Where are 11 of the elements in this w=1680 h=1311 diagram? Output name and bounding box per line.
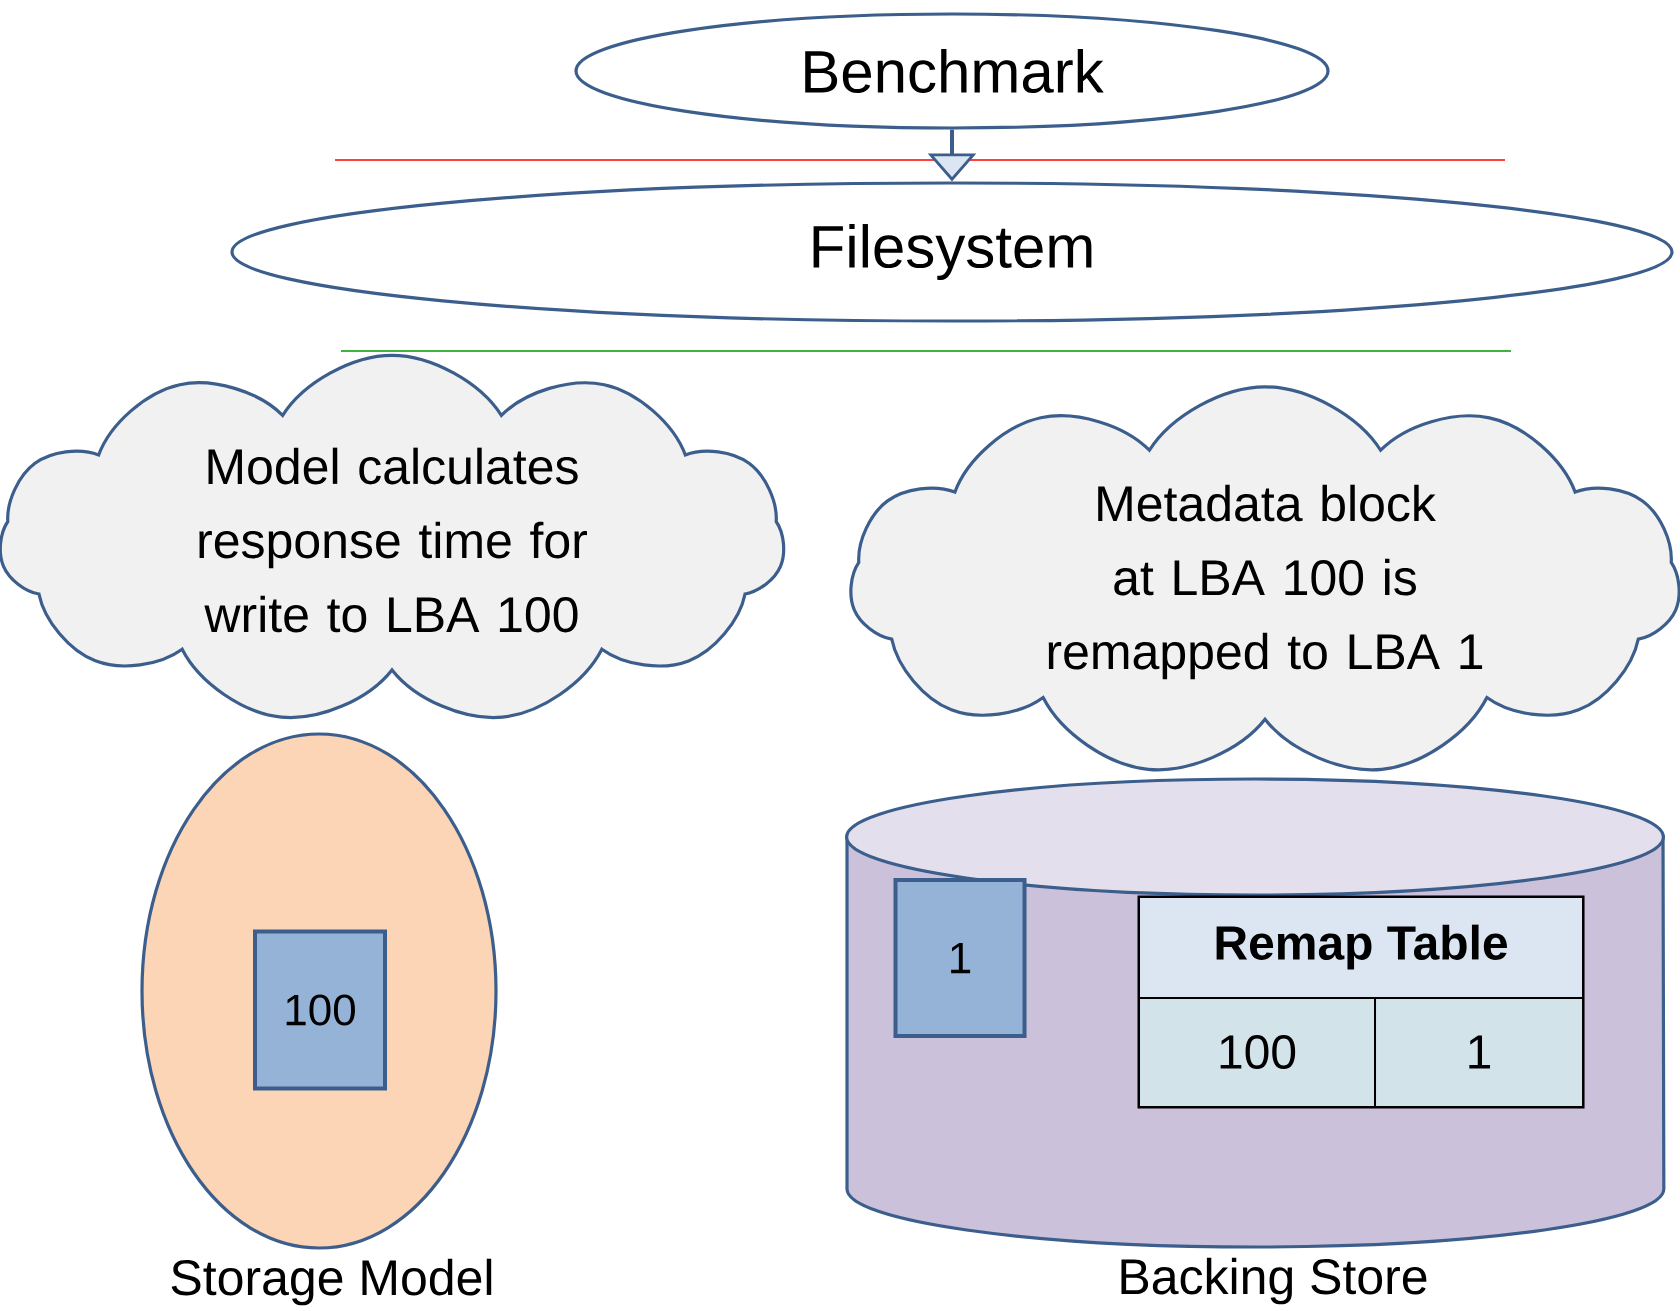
ellipse-node: Filesystem bbox=[230, 181, 1674, 323]
node-caption: Backing Store bbox=[1121, 1257, 1427, 1305]
table-cell: 100 bbox=[1138, 997, 1376, 1108]
node-caption: Storage Model bbox=[171, 1258, 492, 1306]
thought-cloud: Model calculates response time for write to LBA 100 bbox=[0, 353, 786, 720]
table-header: Remap Table bbox=[1138, 896, 1585, 999]
table-cell: 1 bbox=[1374, 997, 1585, 1108]
thought-cloud: Metadata block at LBA 100 is remapped to LBA 1 bbox=[849, 385, 1680, 772]
ellipse-node: Benchmark bbox=[574, 12, 1330, 130]
data-block: 1 bbox=[893, 878, 1027, 1038]
data-block: 100 bbox=[253, 929, 387, 1091]
